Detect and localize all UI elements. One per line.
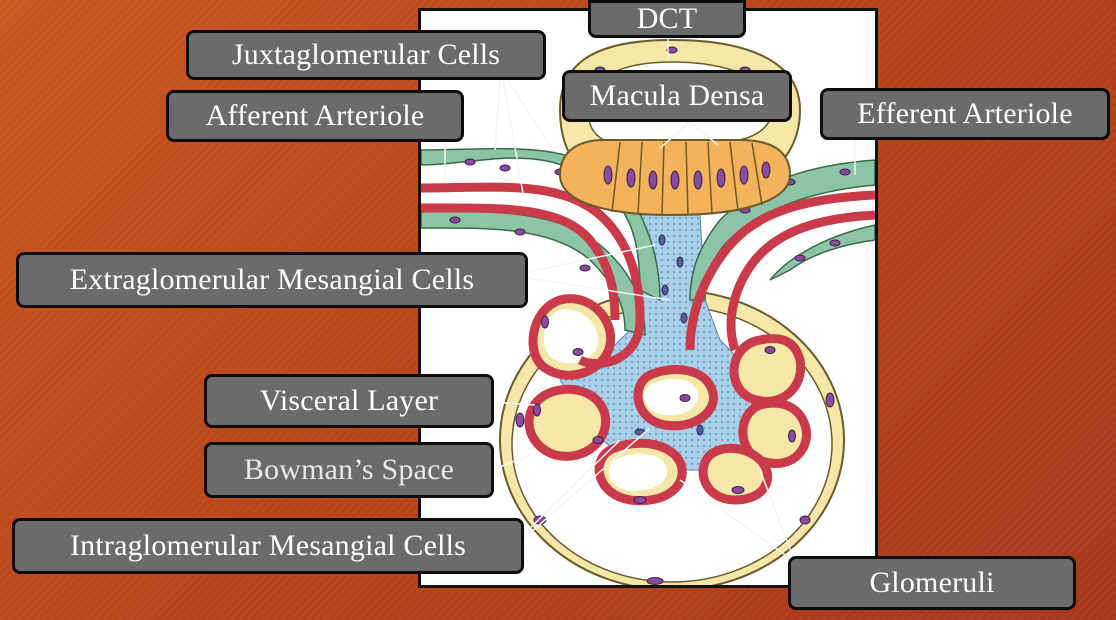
afferent-arteriole-label: Afferent Arteriole — [166, 90, 464, 142]
dct-label: DCT — [588, 0, 746, 38]
efferent-arteriole-lower-band — [769, 224, 875, 281]
macula-densa-label: Macula Densa — [562, 70, 792, 122]
visceral-layer-label: Visceral Layer — [204, 374, 494, 428]
bowmans-space-label: Bowman’s Space — [204, 442, 494, 498]
glomeruli-label: Glomeruli — [788, 556, 1076, 610]
extraglomerular-mesangial-cells-label: Extraglomerular Mesangial Cells — [16, 252, 528, 308]
efferent-arteriole — [685, 190, 875, 352]
leader-lines — [444, 38, 856, 563]
juxtaglomerular-cells-label: Juxtaglomerular Cells — [186, 30, 546, 80]
afferent-arteriole — [421, 182, 645, 369]
intraglomerular-mesangial-cells-label: Intraglomerular Mesangial Cells — [12, 518, 524, 574]
efferent-arteriole-label: Efferent Arteriole — [820, 88, 1110, 140]
